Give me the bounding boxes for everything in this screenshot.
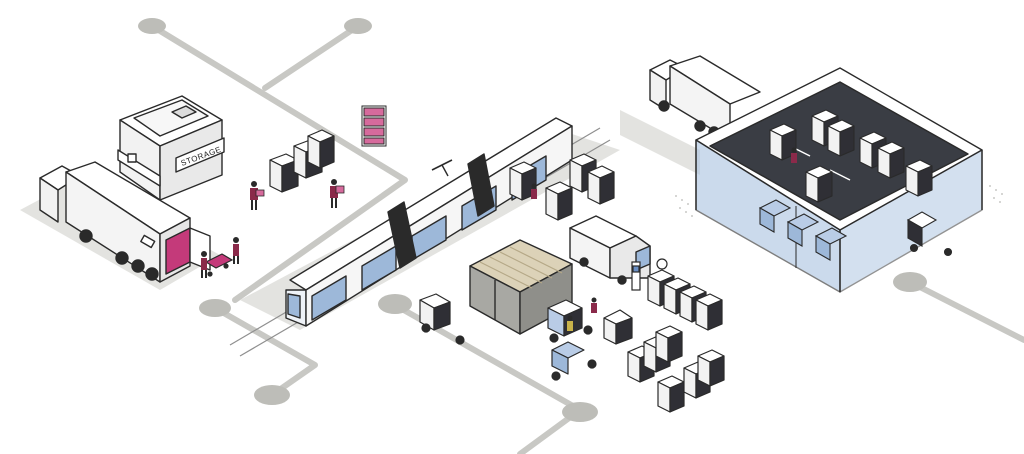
cargo-bike-icon <box>786 213 820 247</box>
parcel-locker-group <box>509 153 615 221</box>
network-node <box>562 402 598 422</box>
network-node <box>344 18 372 34</box>
parcel-locker-icon <box>655 325 683 363</box>
truck-icon <box>39 161 211 283</box>
parcel-locker-icon <box>657 375 685 413</box>
parcel-locker-icon <box>269 153 299 193</box>
courier-person-icon <box>330 179 345 208</box>
parcel-locker-icon <box>509 161 537 201</box>
truck-wheel <box>131 259 145 273</box>
charging-station-icon <box>631 258 668 291</box>
parcel-rack-icon <box>361 105 387 147</box>
depot-building <box>695 67 983 293</box>
courier-person-icon <box>250 181 265 210</box>
cargo-bike-icon <box>906 211 953 257</box>
parcel-locker-group <box>647 269 723 331</box>
truck-wheel <box>145 267 159 281</box>
parcel-locker-group <box>627 325 725 413</box>
network-node <box>254 385 290 405</box>
depot-lockers <box>769 109 933 203</box>
cargo-bike-icon <box>603 309 633 345</box>
parcel-locker-icon <box>769 123 797 161</box>
parcel-locker-icon <box>877 141 905 179</box>
parcel-locker-icon <box>805 165 833 203</box>
network-node <box>138 18 166 34</box>
dot-pattern <box>675 185 1003 217</box>
cargo-bike-icon <box>551 341 597 381</box>
truck-wheel <box>115 251 129 265</box>
parcel-locker-icon <box>587 165 615 205</box>
truck-icon <box>649 55 761 141</box>
parcel-locker-icon <box>905 159 933 197</box>
cargo-bike-icon <box>419 293 465 345</box>
parcel-locker-group <box>269 129 335 193</box>
courier-person-icon <box>233 237 239 264</box>
cargo-bike-icon <box>758 199 792 233</box>
courier-person-icon <box>531 183 537 199</box>
courier-person-icon <box>201 251 207 278</box>
network-node <box>893 272 927 292</box>
courier-person-icon <box>791 147 797 163</box>
network-nodes <box>138 18 927 422</box>
container-icon <box>469 239 573 335</box>
courier-person-icon <box>591 297 597 313</box>
parcel-locker-icon <box>545 181 573 221</box>
courier-person-icon <box>567 315 573 331</box>
network-node <box>378 294 412 314</box>
truck-wheel <box>79 229 93 243</box>
parcel-locker-icon <box>697 349 725 387</box>
cargo-bike-icon <box>814 227 848 261</box>
depot-cargo-bikes <box>758 199 953 261</box>
parcel-locker-icon <box>695 293 723 331</box>
parcel-locker-icon <box>827 119 855 157</box>
network-node <box>199 299 231 317</box>
parcel-locker-icon <box>307 129 335 169</box>
